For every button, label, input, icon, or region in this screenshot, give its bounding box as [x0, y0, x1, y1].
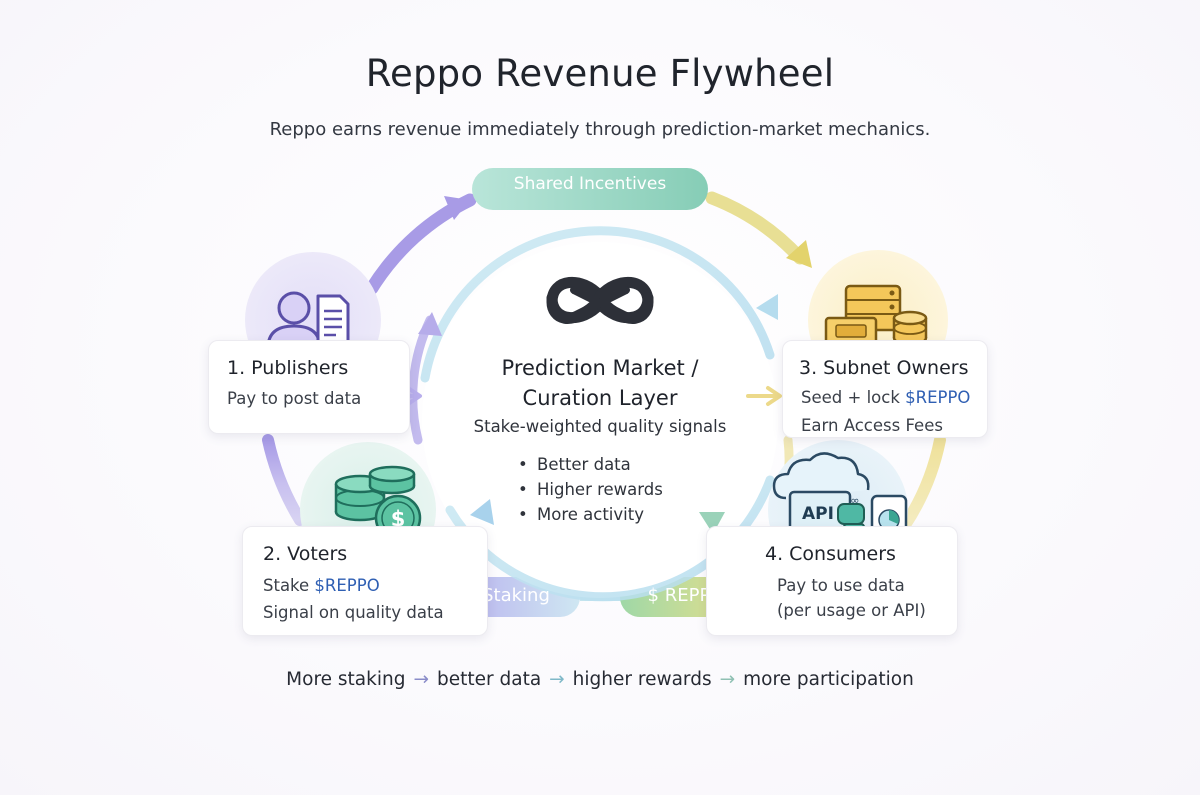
inner-arrowhead-left-bottom	[470, 499, 494, 525]
voters-line2: Signal on quality data	[263, 603, 444, 622]
outer-arrowhead-top-right	[786, 240, 812, 268]
footer-arrow-icon: →	[549, 669, 565, 690]
staking-label: Staking	[482, 585, 550, 606]
subnet-owners-token: $REPPO	[905, 388, 971, 407]
voters-card: 2. Voters Stake $REPPO Signal on quality…	[242, 526, 488, 636]
voters-line1-prefix: Stake	[263, 576, 315, 595]
bullet-item: Higher rewards	[518, 477, 663, 502]
center-subtitle: Stake-weighted quality signals	[473, 417, 727, 436]
center-disc	[422, 242, 778, 598]
svg-text:∞: ∞	[850, 494, 859, 507]
consumers-title: 4. Consumers	[765, 543, 896, 565]
shared-incentives-label: Shared Incentives	[513, 174, 667, 194]
subnet-owners-line1: Seed + lock $REPPO	[801, 388, 970, 407]
inner-arrowhead-right-top	[756, 294, 778, 320]
outer-arc-lower-left	[262, 434, 306, 526]
coin-symbol: $	[391, 507, 406, 531]
center-title-line2: Curation Layer	[522, 386, 678, 410]
voters-token: $REPPO	[314, 576, 380, 595]
publishers-line: Pay to post data	[227, 389, 362, 408]
subnet-owners-title: 3. Subnet Owners	[799, 357, 969, 379]
center-title: Prediction Market / Curation Layer	[440, 353, 760, 413]
page-title: Reppo Revenue Flywheel	[365, 52, 835, 95]
subnet-flow-arrowhead	[766, 386, 782, 406]
reppo-logo-icon	[546, 276, 654, 324]
publishers-card: 1. Publishers Pay to post data	[208, 340, 410, 434]
footer-step-2: better data	[436, 669, 542, 690]
publishers-flow-arrowhead	[406, 386, 422, 406]
footer-step-4: more participation	[743, 669, 914, 690]
footer-arrow-icon: →	[413, 669, 429, 690]
consumers-card: 4. Consumers Pay to use data (per usage …	[706, 526, 958, 636]
voters-title: 2. Voters	[263, 543, 348, 565]
server-gold-icon	[824, 284, 928, 346]
consumers-line1: Pay to use data	[777, 576, 905, 595]
publishers-title: 1. Publishers	[227, 357, 349, 379]
consumers-line2: (per usage or API)	[777, 601, 926, 620]
voters-line1: Stake $REPPO	[263, 576, 380, 595]
outer-arrowhead-top-left	[444, 196, 470, 220]
center-title-line1: Prediction Market /	[501, 356, 699, 380]
subnet-owners-line1-prefix: Seed + lock	[801, 388, 906, 407]
token-label: $ REPPO	[647, 585, 725, 606]
inner-ring-top	[420, 226, 775, 383]
footer-step-1: More staking	[286, 669, 406, 690]
api-label: API	[802, 504, 834, 524]
subnet-owners-card: 3. Subnet Owners Seed + lock $REPPO Earn…	[782, 340, 988, 438]
shared-incentives-pill	[472, 168, 708, 210]
bullet-item: Better data	[518, 452, 663, 477]
inner-arrowhead-left	[418, 312, 442, 336]
outer-arc-upper-right	[705, 191, 807, 265]
outer-arc-lower-right	[899, 434, 946, 531]
footer-step-3: higher rewards	[572, 669, 712, 690]
page-subtitle: Reppo earns revenue immediately through …	[269, 119, 931, 140]
inner-arrowhead-right-bottom	[699, 512, 725, 534]
bullet-item: More activity	[518, 502, 663, 527]
footer-arrow-icon: →	[719, 669, 736, 690]
footer-chain: More staking → better data → higher rewards →…	[0, 669, 1200, 690]
subnet-owners-line2: Earn Access Fees	[801, 416, 943, 435]
center-bullet-list: Better data Higher rewards More activity	[518, 452, 663, 527]
